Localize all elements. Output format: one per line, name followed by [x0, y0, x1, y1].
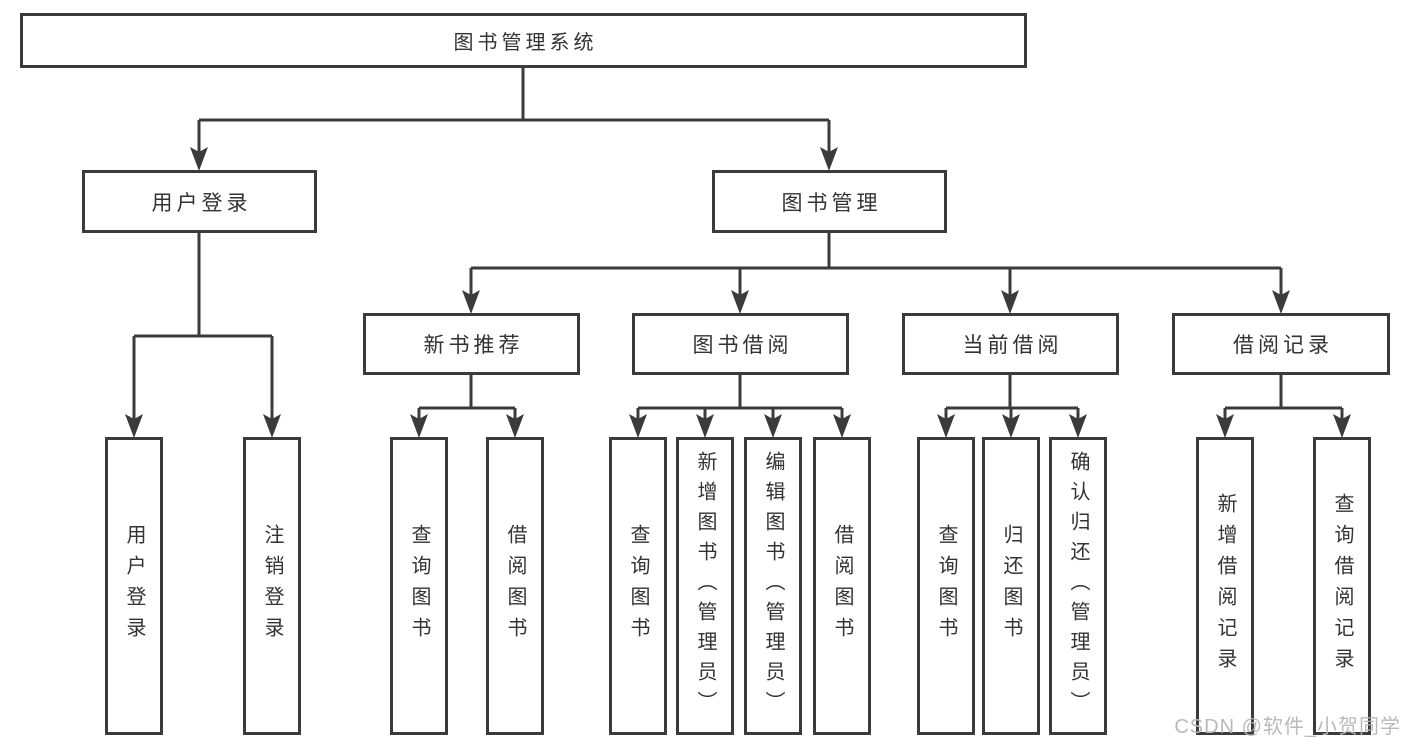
connector-line — [944, 375, 1080, 419]
connector-root-to-level2 — [190, 68, 838, 171]
node-library-management-system: 图书管理系统 — [20, 13, 1027, 68]
leaf-label: 新增图书（管理员） — [694, 451, 716, 721]
csdn-watermark: CSDN @软件_小贺同学 — [1174, 716, 1401, 738]
leaf-label: 注销登录 — [261, 524, 283, 648]
arrow-head — [410, 414, 524, 438]
leaf-label: 编辑图书（管理员） — [762, 451, 784, 721]
node-book-management: 图书管理 — [712, 170, 947, 233]
arrow-head — [1216, 414, 1351, 438]
leaf-confirm-return-admin: 确认归还（管理员） — [1049, 437, 1107, 735]
node-book-borrowing: 图书借阅 — [632, 313, 849, 375]
leaf-query-books-recommend: 查询图书 — [390, 437, 448, 735]
leaf-label: 查询图书 — [935, 524, 957, 648]
leaf-label: 查询图书 — [408, 524, 430, 648]
leaf-label: 用户登录 — [123, 524, 145, 648]
connector-line — [1223, 375, 1344, 419]
node-current-borrowing: 当前借阅 — [902, 313, 1119, 375]
leaf-user-login: 用户登录 — [105, 437, 163, 735]
connector-line — [636, 375, 844, 419]
leaf-add-borrow-record: 新增借阅记录 — [1196, 437, 1254, 735]
leaf-borrow-books-recommend: 借阅图书 — [486, 437, 544, 735]
leaf-label: 确认归还（管理员） — [1067, 451, 1089, 721]
connector-book-management-children — [462, 233, 1290, 314]
leaf-logout: 注销登录 — [243, 437, 301, 735]
leaf-label: 查询图书 — [627, 524, 649, 648]
leaf-borrow-books-borrowing: 借阅图书 — [813, 437, 871, 735]
connector-new-book-children — [410, 375, 524, 438]
leaf-return-books: 归还图书 — [982, 437, 1040, 735]
arrow-head — [125, 414, 281, 438]
leaf-label: 借阅图书 — [831, 524, 853, 648]
connector-book-borrowing-children — [629, 375, 851, 438]
node-borrowing-records: 借阅记录 — [1172, 313, 1390, 375]
connector-line — [417, 375, 517, 419]
connector-current-borrowing-children — [937, 375, 1087, 438]
leaf-edit-books-admin: 编辑图书（管理员） — [744, 437, 802, 735]
node-new-book-recommendation: 新书推荐 — [363, 313, 580, 375]
leaf-query-books-borrowing: 查询图书 — [609, 437, 667, 735]
arrow-head — [190, 147, 838, 171]
leaf-label: 查询借阅记录 — [1331, 493, 1353, 679]
leaf-add-books-admin: 新增图书（管理员） — [676, 437, 734, 735]
leaf-label: 归还图书 — [1000, 524, 1022, 648]
leaf-query-books-current: 查询图书 — [917, 437, 975, 735]
connector-borrowing-records-children — [1216, 375, 1351, 438]
leaf-query-borrow-record: 查询借阅记录 — [1313, 437, 1371, 735]
leaf-label: 借阅图书 — [504, 524, 526, 648]
connector-line — [469, 233, 1283, 295]
node-user-login: 用户登录 — [82, 170, 317, 233]
arrow-head — [462, 290, 1290, 314]
leaf-label: 新增借阅记录 — [1214, 493, 1236, 679]
arrow-head — [629, 414, 851, 438]
connector-line — [132, 233, 274, 419]
connector-user-login-children — [125, 233, 281, 438]
arrow-head — [937, 414, 1087, 438]
connector-line — [197, 68, 831, 152]
